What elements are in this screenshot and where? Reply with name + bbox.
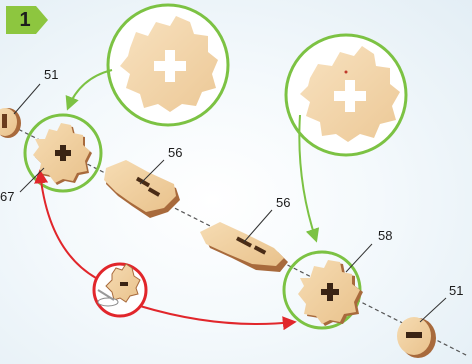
red-arrow-to-gear-67 — [34, 169, 97, 279]
label-part-56-left: 56 — [168, 145, 183, 160]
gear-58 — [298, 260, 363, 326]
gear-detail-callout-left — [106, 3, 230, 127]
leader-51-top — [13, 83, 41, 115]
connector-56-upper — [104, 160, 180, 218]
leader-67 — [19, 167, 45, 193]
gear-67 — [33, 123, 92, 185]
gear-67-highlight-circle — [23, 113, 103, 193]
label-part-58: 58 — [378, 228, 393, 243]
step-badge: 1 — [6, 6, 48, 34]
callout-arrow-right — [298, 114, 320, 243]
step-number: 1 — [19, 9, 31, 31]
red-arrow-to-gear-58 — [139, 305, 297, 331]
washer-51-right — [397, 317, 436, 358]
leader-58 — [345, 243, 373, 273]
leader-56-left — [139, 159, 165, 185]
label-part-51-top: 51 — [44, 67, 59, 82]
washer-51-left — [0, 108, 21, 138]
gear-detail-callout-right — [284, 33, 408, 157]
glue-detail-callout — [92, 262, 148, 318]
label-part-67: 67 — [0, 189, 15, 204]
glue-drop-icon — [97, 289, 119, 307]
label-part-56-right: 56 — [276, 195, 291, 210]
leader-51-bottom — [419, 297, 447, 323]
label-part-51-bottom: 51 — [449, 283, 464, 298]
leader-56-right — [243, 209, 273, 243]
step-badge-arrow-icon — [6, 6, 48, 34]
callout-arrow-left — [65, 69, 113, 111]
connector-56-lower — [200, 222, 288, 272]
